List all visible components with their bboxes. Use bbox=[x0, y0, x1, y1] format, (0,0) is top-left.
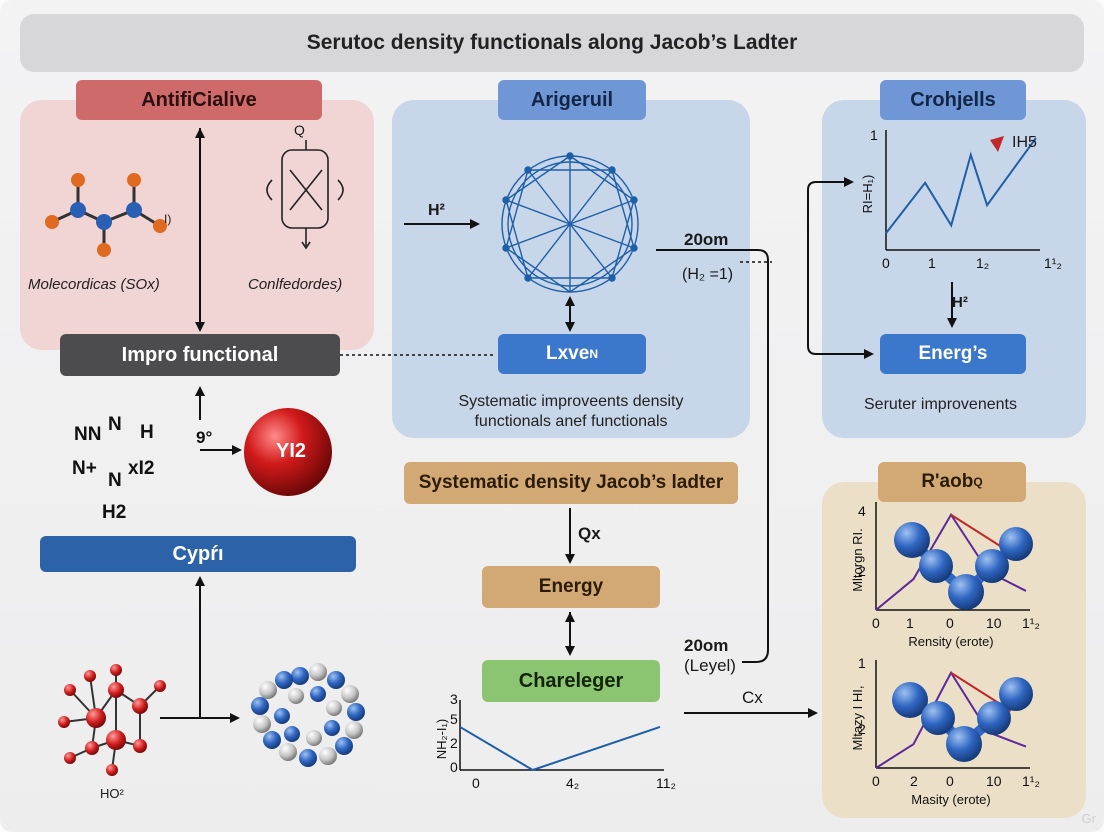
chart-2-xtick-2: 0 bbox=[946, 615, 954, 631]
chart-0-xtick-3: 1¹₂ bbox=[1044, 255, 1062, 271]
chem-n-bottom: N bbox=[108, 470, 122, 491]
molecule-tag: I) bbox=[164, 212, 172, 226]
chart-0-ytick-0: 1 bbox=[870, 127, 878, 143]
ho-label: HO² bbox=[100, 786, 124, 801]
results-panel bbox=[822, 482, 1086, 818]
chart-3-ytick-1: 2 bbox=[858, 721, 866, 737]
chart-3-xtick-2: 0 bbox=[946, 773, 954, 789]
energy-panel bbox=[822, 100, 1086, 438]
chart-0-series-0 bbox=[885, 137, 1037, 234]
chart-2-xlabel: Rensity (erote) bbox=[908, 634, 993, 649]
chart-0-ylabel: RI=H₁) bbox=[860, 175, 875, 214]
ball-chain-bottom bbox=[892, 677, 1033, 762]
chart-1-series-0 bbox=[459, 725, 661, 772]
chart-1-ylabel: NH₂-I₁) bbox=[434, 719, 449, 759]
nanotube-ring-drawing bbox=[251, 663, 365, 767]
impro-functional-box: Impro functional bbox=[60, 334, 340, 376]
ball-chain-top bbox=[894, 522, 1033, 610]
chart-3-xlabel: Masity (erote) bbox=[911, 792, 990, 807]
chart-1-xtick-2: 11₂ bbox=[656, 775, 676, 791]
red-sphere bbox=[244, 408, 332, 496]
systematic-description: Systematic improveents density functiona… bbox=[458, 393, 684, 430]
network-input-label: H² bbox=[428, 202, 445, 219]
chart-0-xtick-0: 0 bbox=[882, 255, 890, 271]
chem-nn: NN bbox=[74, 424, 102, 445]
chart-1-ytick-1: 5 bbox=[450, 711, 458, 727]
molecule-letter: Q bbox=[294, 122, 305, 138]
cypri-bar: Cypŕı bbox=[40, 536, 356, 572]
chart-3-xtick-3: 10 bbox=[986, 773, 1002, 789]
chart-0-arrowhead bbox=[990, 136, 1004, 152]
cx-label: Cx bbox=[742, 688, 763, 707]
sphere-label: YI2 bbox=[276, 440, 307, 462]
molecule-sox-drawing bbox=[45, 173, 167, 257]
crohjells-header: Crohjells bbox=[880, 80, 1026, 120]
chart-2-ylabel: Mltorgn RI. bbox=[850, 528, 865, 592]
chart-3-xtick-4: 1¹₂ bbox=[1022, 773, 1040, 789]
antificialive-header: AntifiCialive bbox=[76, 80, 322, 120]
chart-2-xtick-3: 10 bbox=[986, 615, 1002, 631]
molecules-panel bbox=[20, 100, 374, 350]
molecule-structural-caption: Conlfedordes) bbox=[248, 276, 343, 293]
chem-h: H bbox=[140, 422, 154, 443]
chareleger-box: Chareleger bbox=[482, 660, 660, 702]
energy-box: Energy bbox=[482, 566, 660, 608]
network-graph-drawing bbox=[501, 152, 639, 293]
chart-2-xtick-4: 1¹₂ bbox=[1022, 615, 1040, 631]
connector-network-level bbox=[656, 249, 769, 663]
raob-sup: Q bbox=[973, 475, 983, 489]
chart-2-ytick-0: 4 bbox=[858, 503, 866, 519]
chem-h2: H2 bbox=[102, 502, 127, 523]
qx-label: Qx bbox=[578, 524, 601, 543]
network-output-sublabel: (H₂ =1) bbox=[682, 266, 734, 283]
angle-label: 9° bbox=[196, 428, 213, 447]
right-mid-label: H² bbox=[952, 294, 968, 311]
arigeruil-header: Arigeruil bbox=[498, 80, 646, 120]
molecule-sox-caption: Molecordicas (SOx) bbox=[28, 276, 160, 293]
lxve-sup: N bbox=[589, 347, 598, 361]
chem-n-plus: N+ bbox=[72, 458, 97, 479]
chart-3-ylabel: Mltazy I HI, bbox=[850, 685, 865, 750]
level-sublabel: (Leyel) bbox=[684, 656, 736, 675]
chart-3-xtick-1: 2 bbox=[910, 773, 918, 789]
watermark-text: Gr bbox=[1081, 811, 1096, 826]
chart-2-ytick-1: 2 bbox=[858, 563, 866, 579]
chart-1-ytick-3: 0 bbox=[450, 759, 458, 775]
chart-arrow-label: IH5 bbox=[1012, 134, 1037, 151]
diagram-title: Serutoc density functionals along Jacob’… bbox=[20, 14, 1084, 72]
chart-1-xtick-0: 0 bbox=[472, 775, 480, 791]
chart-1-ytick-2: 2 bbox=[450, 735, 458, 751]
chart-1-xtick-1: 4₂ bbox=[566, 775, 579, 791]
level-label: 20om bbox=[684, 636, 729, 655]
chart-0-xtick-1: 1 bbox=[928, 255, 936, 271]
chart-3-ytick-0: 1 bbox=[858, 655, 866, 671]
energs-box: Energ’s bbox=[880, 334, 1026, 374]
molecule-structural-drawing bbox=[266, 140, 344, 250]
chart-3-xtick-0: 0 bbox=[872, 773, 880, 789]
network-output-label: 20om bbox=[684, 230, 729, 249]
lxve-label: Lxve bbox=[546, 343, 590, 364]
chart-2-xtick-1: 1 bbox=[906, 615, 914, 631]
chart-0-xtick-2: 1₂ bbox=[976, 255, 989, 271]
chart-1-ytick-0: 3 bbox=[450, 691, 458, 707]
chart-2-xtick-0: 0 bbox=[872, 615, 880, 631]
jacobs-ladder-box: Systematic density Jacob’s ladter bbox=[404, 462, 738, 504]
chem-n-top: N bbox=[108, 414, 122, 435]
chem-xl2: xI2 bbox=[128, 458, 155, 479]
raob-label: R'aob bbox=[921, 471, 974, 492]
connector-right-loop bbox=[807, 181, 872, 355]
seruter-caption: Seruter improvenents bbox=[864, 396, 1017, 413]
oxide-atoms bbox=[58, 664, 166, 776]
